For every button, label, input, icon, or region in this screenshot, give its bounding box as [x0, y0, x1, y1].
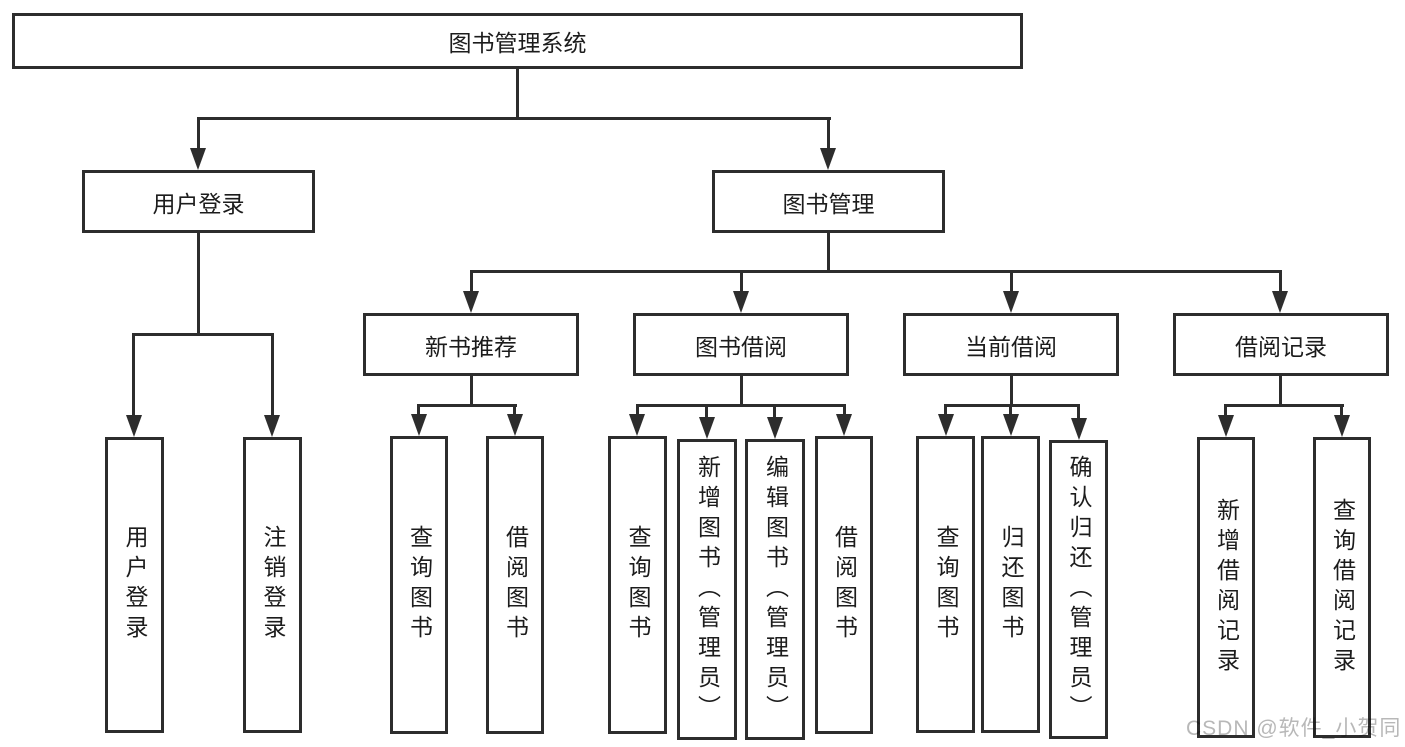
leaf-add-borrow-record: 新增借阅记录: [1197, 437, 1255, 738]
leaf-confirm-return-admin: 确认归还（管理员）: [1049, 440, 1108, 739]
connector-line: [197, 233, 200, 336]
arrow-down-icon: [820, 148, 836, 170]
connector-line: [470, 376, 473, 407]
connector-line: [197, 117, 200, 150]
arrow-down-icon: [836, 414, 852, 436]
connector-line: [513, 404, 516, 417]
leaf-query-borrow-record: 查询借阅记录: [1313, 437, 1371, 738]
arrow-down-icon: [1003, 414, 1019, 436]
connector-line: [1010, 270, 1013, 293]
connector-line: [740, 270, 743, 293]
connector-line: [132, 333, 135, 417]
connector-line: [417, 404, 517, 407]
leaf-add-book-admin: 新增图书（管理员）: [677, 439, 737, 740]
leaf-query-book-2: 查询图书: [608, 436, 667, 734]
connector-line: [1010, 376, 1013, 407]
connector-line: [1279, 270, 1282, 293]
arrow-down-icon: [699, 417, 715, 439]
leaf-logout: 注销登录: [243, 437, 302, 733]
arrow-down-icon: [126, 415, 142, 437]
connector-line: [1077, 404, 1080, 420]
connector-line: [773, 404, 776, 419]
arrow-down-icon: [629, 414, 645, 436]
arrow-down-icon: [1003, 291, 1019, 313]
leaf-borrow-book-2: 借阅图书: [815, 436, 873, 734]
arrow-down-icon: [938, 414, 954, 436]
connector-line: [944, 404, 947, 417]
connector-line: [132, 333, 274, 336]
node-book-management: 图书管理: [712, 170, 945, 233]
node-root: 图书管理系统: [12, 13, 1023, 69]
node-borrow-records: 借阅记录: [1173, 313, 1389, 376]
connector-line: [470, 270, 473, 293]
leaf-borrow-book-1: 借阅图书: [486, 436, 544, 734]
node-user-login: 用户登录: [82, 170, 315, 233]
connector-line: [740, 376, 743, 407]
arrow-down-icon: [1218, 415, 1234, 437]
leaf-user-login: 用户登录: [105, 437, 164, 733]
connector-line: [636, 404, 846, 407]
connector-line: [197, 117, 831, 120]
arrow-down-icon: [733, 291, 749, 313]
connector-line: [470, 270, 1282, 273]
node-new-book-recommend: 新书推荐: [363, 313, 579, 376]
connector-line: [705, 404, 708, 419]
connector-line: [1009, 404, 1012, 417]
connector-line: [1224, 404, 1344, 407]
node-current-borrow: 当前借阅: [903, 313, 1119, 376]
node-book-borrow: 图书借阅: [633, 313, 849, 376]
connector-line: [1279, 376, 1282, 407]
arrow-down-icon: [767, 417, 783, 439]
connector-line: [827, 233, 830, 273]
connector-line: [636, 404, 639, 417]
connector-line: [843, 404, 846, 417]
connector-line: [944, 404, 1080, 407]
connector-line: [516, 68, 519, 118]
connector-line: [827, 117, 830, 150]
arrow-down-icon: [190, 148, 206, 170]
arrow-down-icon: [1071, 418, 1087, 440]
leaf-query-book-3: 查询图书: [916, 436, 975, 733]
arrow-down-icon: [1334, 415, 1350, 437]
connector-line: [1224, 404, 1227, 417]
arrow-down-icon: [1272, 291, 1288, 313]
arrow-down-icon: [507, 414, 523, 436]
arrow-down-icon: [411, 414, 427, 436]
leaf-query-book-1: 查询图书: [390, 436, 448, 734]
leaf-edit-book-admin: 编辑图书（管理员）: [745, 439, 805, 740]
connector-line: [417, 404, 420, 417]
connector-line: [271, 333, 274, 417]
arrow-down-icon: [264, 415, 280, 437]
leaf-return-book: 归还图书: [981, 436, 1040, 733]
arrow-down-icon: [463, 291, 479, 313]
csdn-watermark: CSDN @软件_小贺同学: [1186, 717, 1402, 740]
connector-line: [1340, 404, 1343, 417]
